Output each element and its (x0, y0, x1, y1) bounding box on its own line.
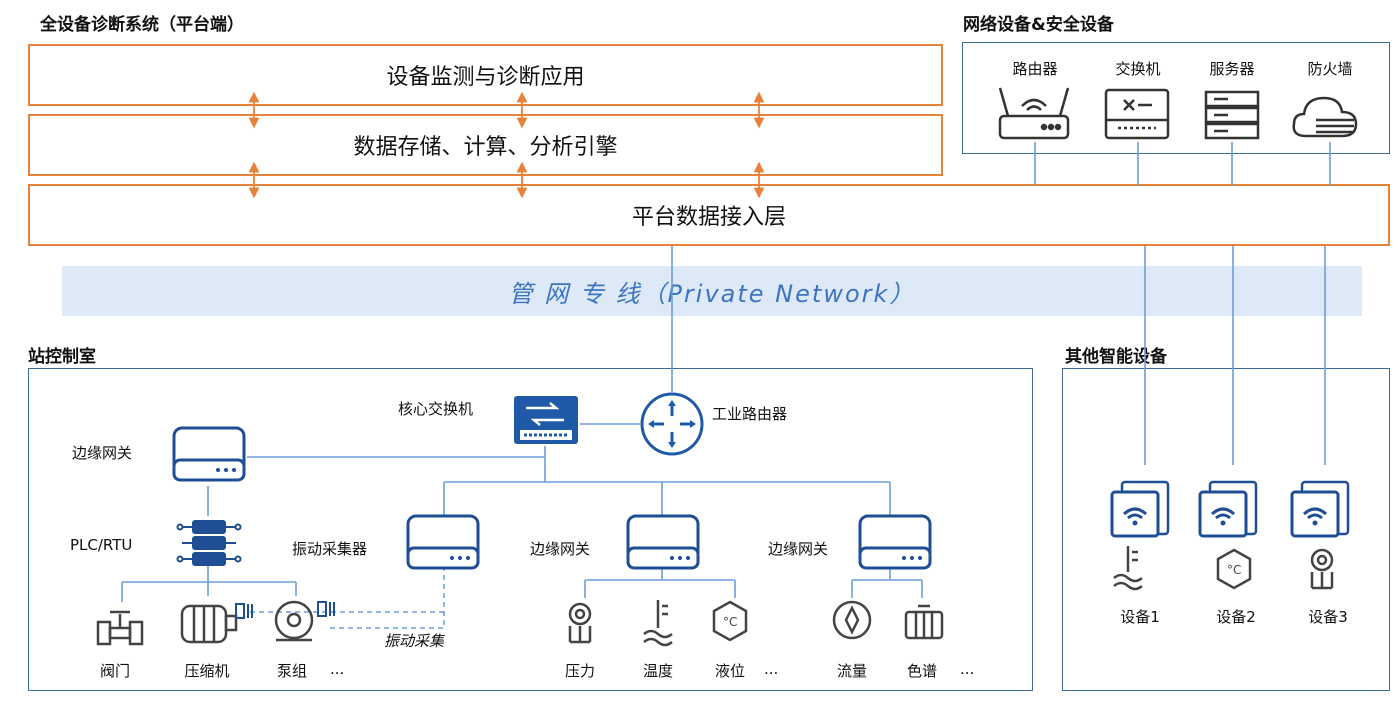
net-item-label-router: 路由器 (1012, 60, 1058, 78)
platform-title: 全设备诊断系统（平台端） (40, 15, 244, 35)
vibration-collector-label: 振动采集器 (292, 540, 368, 558)
net-item-label-server: 服务器 (1209, 60, 1255, 78)
pump-icon (274, 600, 314, 642)
smart-devices-title: 其他智能设备 (1065, 347, 1167, 367)
edge-gateway-2-icon (626, 514, 700, 570)
layer-engine[interactable]: 数据存储、计算、分析引擎 (28, 114, 943, 176)
smart-device-3 (1290, 480, 1350, 538)
layer-application-label: 设备监测与诊断应用 (386, 65, 585, 90)
smart-device-label-2: 设备2 (1216, 608, 1256, 626)
chromatograph-icon (904, 604, 944, 640)
sensors-b-more: ... (960, 660, 975, 678)
valve-icon (96, 610, 144, 646)
industrial-router-label: 工业路由器 (712, 405, 788, 423)
core-switch-icon (514, 396, 578, 444)
sensor-label-chromatograph: 色谱 (906, 662, 938, 680)
net-device-links (1034, 142, 1331, 185)
edge-gateway-1-label: 边缘网关 (72, 444, 133, 462)
edge-gateway-1-icon (172, 426, 246, 482)
vibration-collector-icon (406, 514, 480, 570)
switch-icon (1104, 88, 1170, 140)
devices-more: ... (330, 660, 345, 678)
sensor-label-temperature: 温度 (642, 662, 674, 680)
layer-access-label: 平台数据接入层 (631, 205, 786, 230)
private-network-label: 管 网 专 线（Private Network） (508, 279, 916, 308)
layer-engine-label: 数据存储、计算、分析引擎 (353, 135, 618, 160)
industrial-router-icon (640, 392, 704, 456)
device-label-pump: 泵组 (276, 662, 308, 680)
firewall-icon (1292, 96, 1358, 138)
sensor-label-level: 液位 (714, 662, 746, 680)
smart-device-2 (1198, 480, 1258, 538)
net-item-label-switch: 交换机 (1115, 60, 1161, 78)
temperature-icon (643, 600, 673, 647)
station-title: 站控制室 (28, 347, 96, 367)
smart-device-1 (1110, 480, 1170, 538)
core-switch-label: 核心交换机 (398, 400, 474, 418)
layer-arrows (248, 91, 765, 199)
sensor-label-flow: 流量 (836, 662, 868, 680)
compressor-icon (180, 604, 238, 644)
smart-device-label-1: 设备1 (1120, 608, 1160, 626)
sensor-label-pressure: 压力 (564, 662, 596, 680)
pressure-icon (568, 602, 592, 644)
svg-text:°C: °C (1227, 563, 1241, 577)
plc-rtu-icon (176, 520, 242, 566)
vibration-links (250, 566, 445, 629)
vibration-sensor-2 (317, 601, 335, 617)
layer-application[interactable]: 设备监测与诊断应用 (28, 44, 943, 106)
edge-gateway-3-label: 边缘网关 (768, 540, 829, 558)
level-sensor-icon (1113, 546, 1143, 591)
network-security-title: 网络设备&安全设备 (963, 15, 1114, 35)
level-icon: °C (712, 600, 748, 642)
station-links (121, 423, 923, 602)
server-icon (1204, 90, 1260, 140)
temperature-sensor-icon: °C (1216, 548, 1252, 590)
edge-gateway-2-label: 边缘网关 (530, 540, 591, 558)
device-label-valve: 阀门 (99, 662, 131, 680)
sensors-a-more: ... (764, 660, 779, 678)
smart-device-label-3: 设备3 (1308, 608, 1348, 626)
pressure-sensor-icon (1310, 548, 1334, 590)
plc-rtu-label: PLC/RTU (70, 536, 133, 554)
svg-text:°C: °C (723, 615, 737, 629)
vibration-collection-label: 振动采集 (384, 632, 445, 650)
vibration-sensor-1 (235, 603, 253, 619)
device-label-compressor: 压缩机 (184, 662, 230, 680)
smart-device-links (1144, 246, 1326, 465)
edge-gateway-3-icon (858, 514, 932, 570)
net-item-label-firewall: 防火墙 (1307, 60, 1353, 78)
flow-icon (832, 600, 872, 640)
router-icon (998, 87, 1070, 140)
